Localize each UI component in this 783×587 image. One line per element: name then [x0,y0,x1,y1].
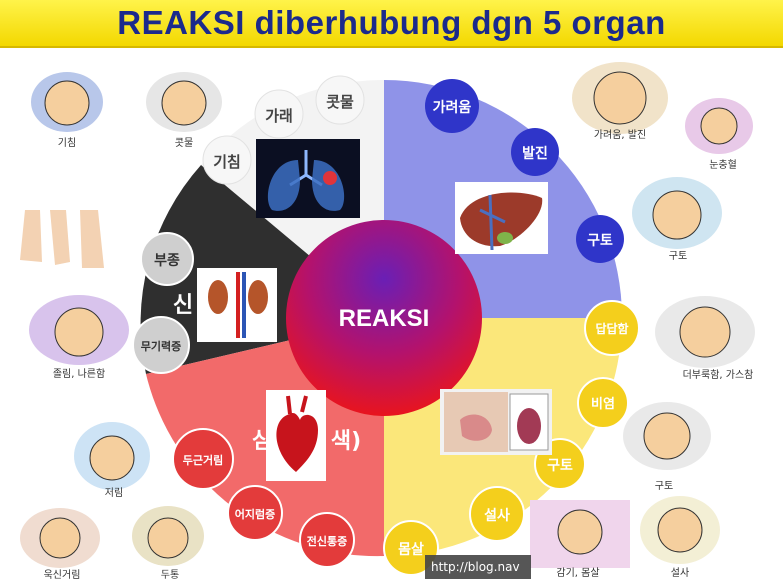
face-bloat: 더부룩함, 가스참 [655,296,755,381]
liver-image [455,182,548,254]
face-drowsy: 졸림, 나른함 [29,295,129,380]
face-cold-ache: 감기, 몸살 [530,500,630,579]
face-itch-rash: 가려움, 발진 [572,62,668,141]
label-vomit-liver: 구토 [587,233,613,249]
label-diarrhea: 설사 [484,508,510,524]
label-runny-nose: 콧물 [326,93,354,111]
face-vomit-right: 구토 [632,177,722,262]
stomach-image [440,389,552,455]
heart-labels: 두근거림 어지럼증 전신통증 심 색) [172,428,361,568]
kidney-labels: 부종 무기력증 신 [132,232,194,374]
liver-labels: 가려움 발진 구토 [425,79,624,263]
center-label: REAKSI [339,305,430,332]
lung-image [256,139,360,218]
title-bar: REAKSI diberhubung dgn 5 organ [0,0,783,48]
label-tightness: 답답함 [595,321,628,336]
caption-bloat-gas: 더부룩함, 가스참 [683,369,754,381]
caption-drowsy: 졸림, 나른함 [53,368,105,380]
label-dizziness: 어지럼증 [235,507,275,521]
heart-image [266,390,326,481]
label-palpitation: 두근거림 [183,453,223,467]
label-itch: 가려움 [433,99,472,116]
url-watermark: http://blog.nav [425,555,531,579]
face-vomit-right2: 구토 [623,402,711,492]
center-circle [286,220,482,416]
kidney-image [197,268,277,342]
label-body-pain: 전신통증 [307,534,347,548]
caption-vomit-right: 구토 [669,251,687,262]
page-title: REAKSI diberhubung dgn 5 organ [117,4,666,41]
label-edema: 부종 [154,253,180,269]
label-rash: 발진 [522,145,548,162]
face-body-ache: 욱신거림 [20,508,100,581]
caption-runny-nose: 콧물 [175,137,193,149]
label-vomit-stomach: 구토 [547,458,573,474]
lung-labels: 기침 가래 콧물 [202,75,365,185]
label-rhinitis: 비염 [591,396,615,412]
caption-headache: 두통 [161,569,179,581]
kidney-partial-text: 신 [173,293,193,318]
heart-partial-right: 색) [331,429,361,454]
caption-body-ache: 욱신거림 [44,569,81,581]
caption-numb: 저림 [105,487,123,499]
caption-itch-rash: 가려움, 발진 [594,129,646,141]
face-cough: 기침 [31,72,103,149]
label-cough: 기침 [213,153,241,171]
label-lethargy: 무기력증 [141,339,181,353]
caption-cold-ache: 감기, 몸살 [556,567,599,579]
organ-reaction-diagram: REAKSI 기침 가래 콧물 가려움 발진 구토 부종 무기력증 신 두근거림… [20,62,755,581]
face-diarrhea: 설사 [640,496,720,579]
caption-cough: 기침 [58,137,76,149]
label-phlegm: 가래 [265,107,293,125]
label-body-ache: 몸살 [398,541,424,558]
caption-vomit-right2: 구토 [655,481,673,492]
hands-illustration [20,210,104,268]
face-tears: 눈충혈 [685,98,753,171]
face-numb: 저림 [74,422,150,499]
stomach-labels: 답답함 비염 구토 설사 몸살 [383,300,640,576]
caption-red-eyes: 눈충혈 [709,158,737,171]
caption-diarrhea: 설사 [671,567,689,579]
face-headache: 두통 [132,506,204,581]
face-runny-nose: 콧물 [146,72,222,149]
